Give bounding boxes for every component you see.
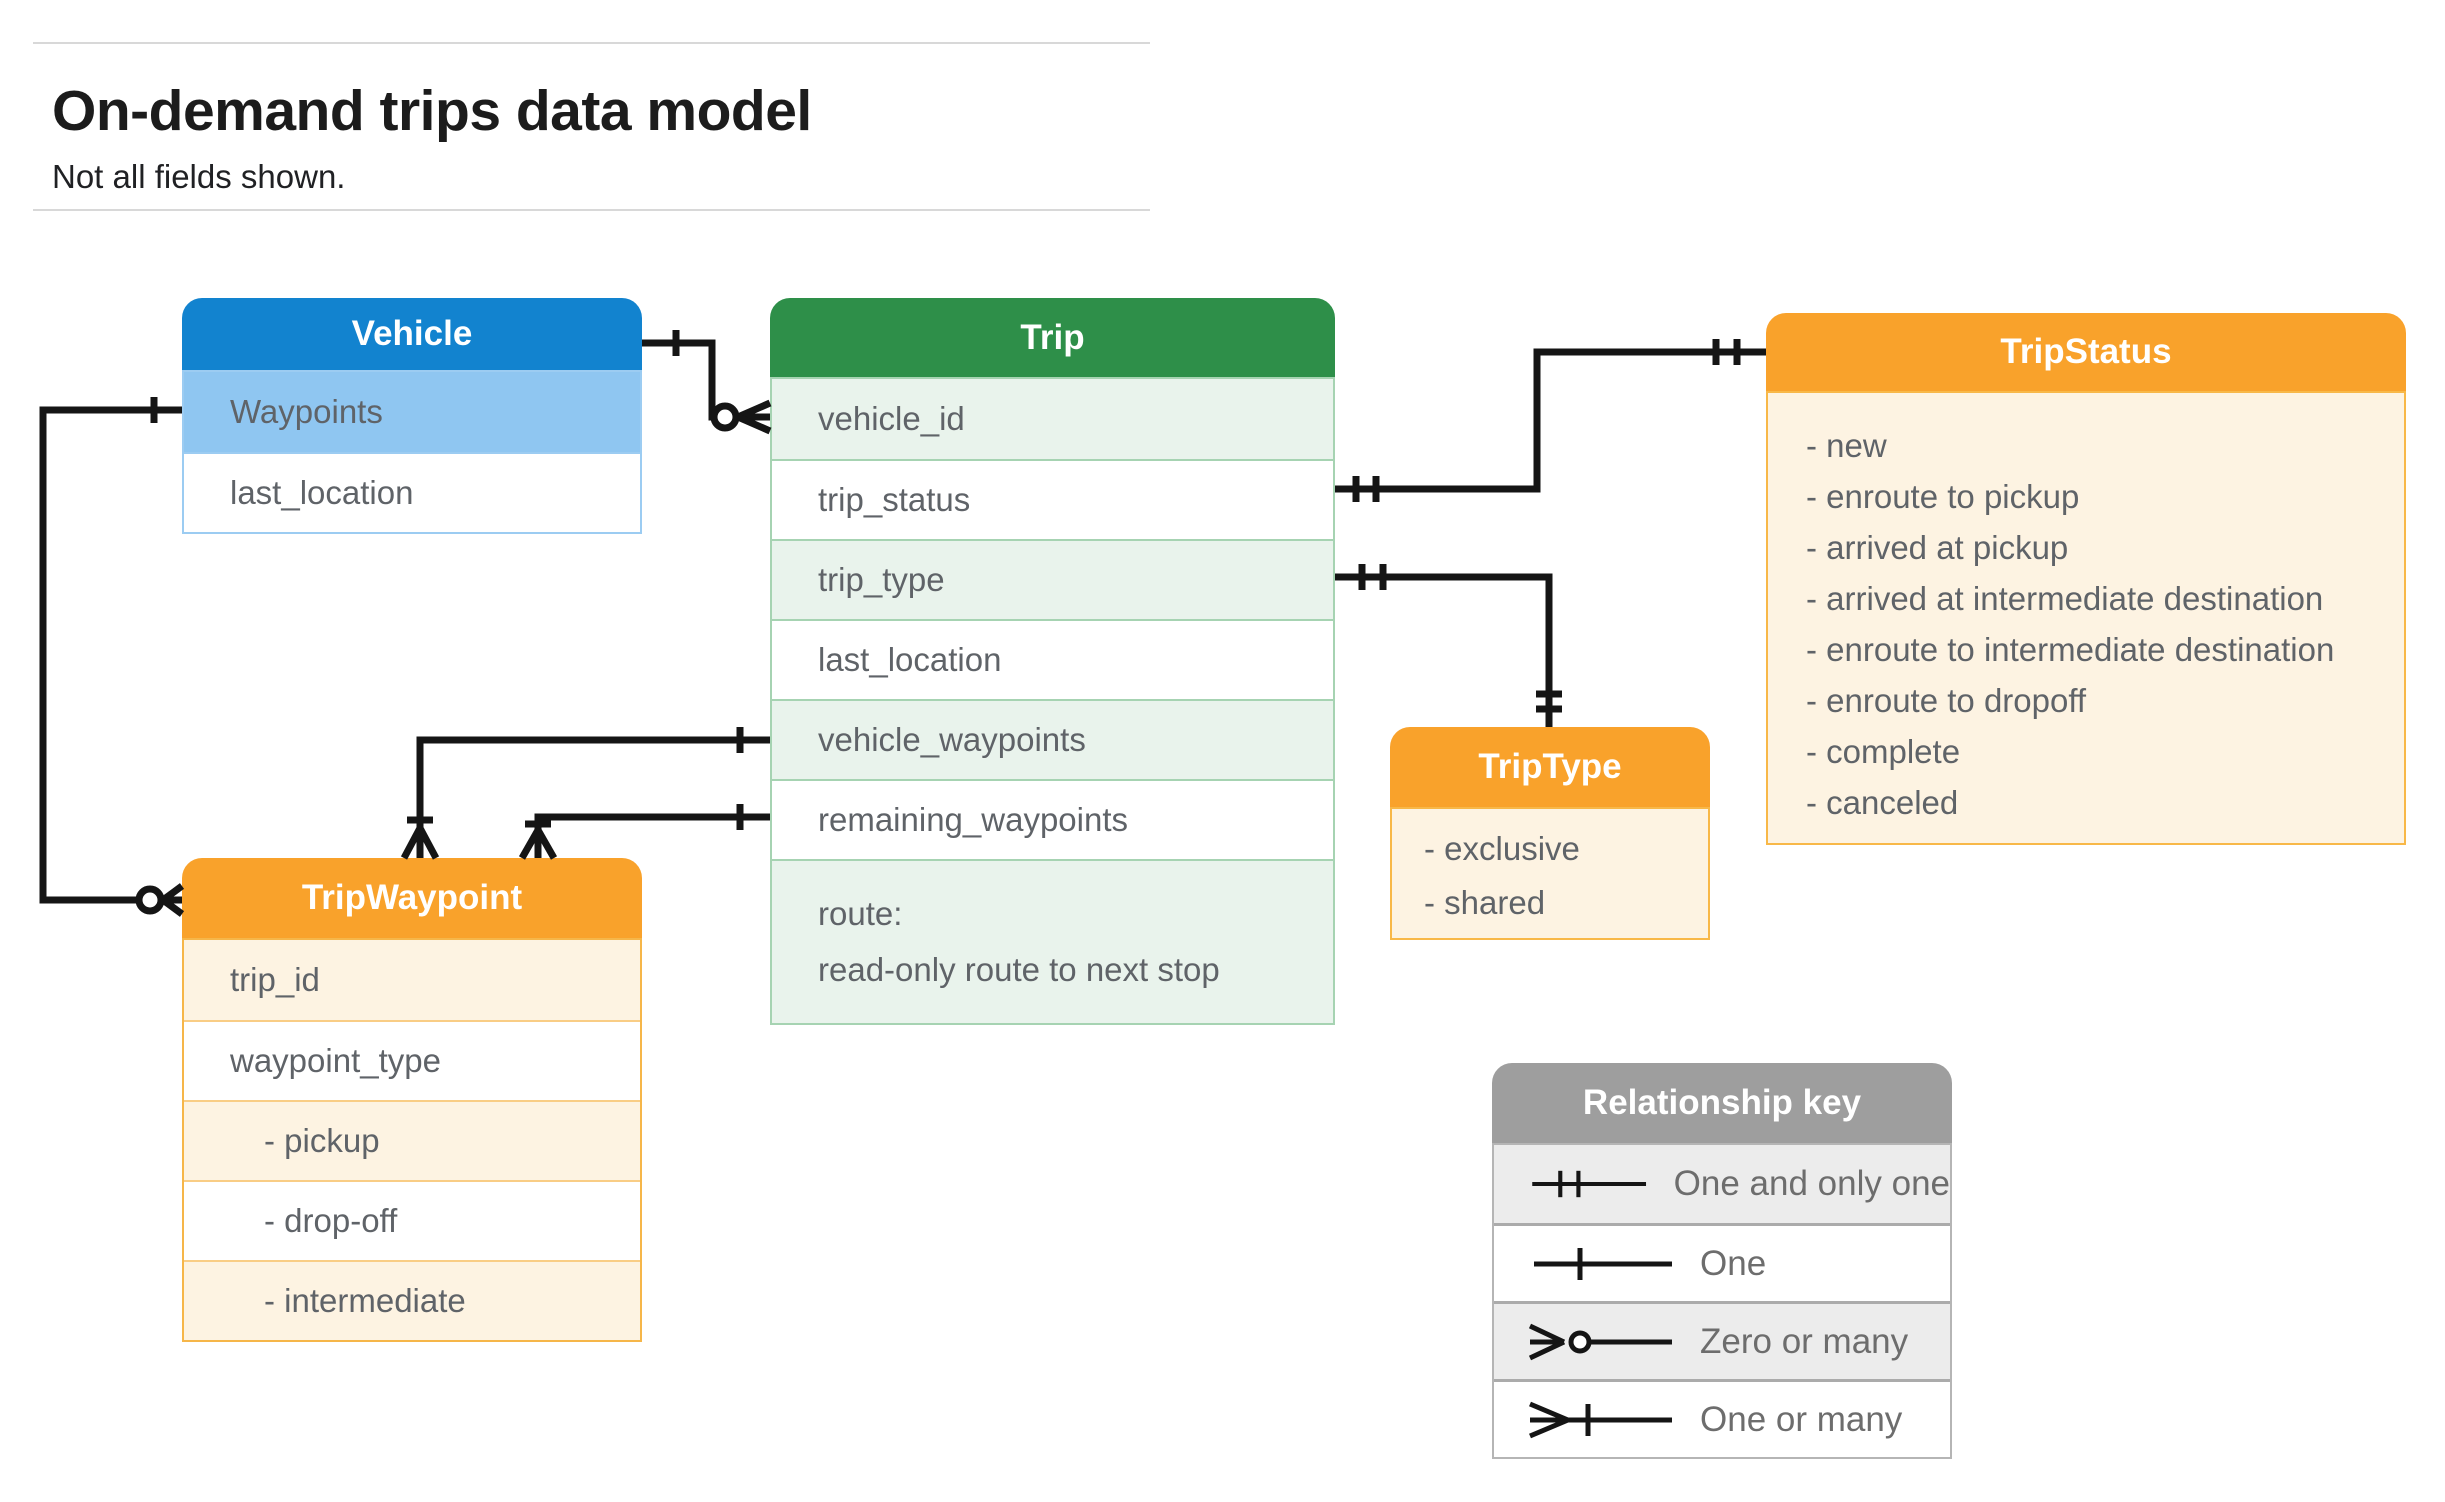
enum-item: - enroute to intermediate destination — [1806, 631, 2335, 668]
entity-row: last_location — [772, 619, 1333, 699]
key-row-label: One and only one — [1673, 1164, 1950, 1203]
enum-item: - canceled — [1806, 784, 1959, 821]
title-divider — [33, 209, 1150, 211]
entity-tripstatus-header: TripStatus — [1766, 313, 2406, 391]
top-divider — [33, 42, 1150, 44]
entity-tripstatus: TripStatus - new - enroute to pickup - arr… — [1766, 313, 2406, 845]
relationship-key-header: Relationship key — [1492, 1063, 1952, 1143]
enum-item: - complete — [1806, 733, 1961, 770]
enum-item: - new — [1806, 427, 1887, 464]
connector-vehicle-waypoints-to-tripwaypoint — [39, 397, 185, 917]
connector-vehicle-to-trip-vehicle-id — [642, 330, 772, 435]
one-icon — [1534, 1247, 1672, 1280]
zero-or-many-icon — [1528, 1323, 1672, 1360]
page-subtitle: Not all fields shown. — [52, 158, 346, 195]
enum-item: - shared — [1424, 884, 1546, 921]
entity-tripwaypoint-header: TripWaypoint — [182, 858, 642, 938]
entity-row: last_location — [184, 452, 640, 532]
connector-trip-status-to-tripstatus — [1335, 339, 1766, 502]
entity-triptype-header: TripType — [1390, 727, 1710, 807]
key-row: One and only one — [1494, 1145, 1950, 1223]
enum-item: - enroute to pickup — [1806, 478, 2080, 515]
one-and-only-one-icon — [1532, 1170, 1647, 1198]
entity-tripstatus-body: - new - enroute to pickup - arrived at pic… — [1766, 391, 2406, 845]
connector-trip-vehicle-waypoints-to-tripwaypoint — [400, 727, 770, 860]
connector-trip-remaining-waypoints-to-tripwaypoint — [518, 804, 770, 860]
entity-triptype: TripType - exclusive - shared — [1390, 727, 1710, 940]
key-row-label: One or many — [1700, 1399, 1903, 1439]
entity-vehicle-header: Vehicle — [182, 298, 642, 370]
enum-item: - exclusive — [1424, 830, 1580, 867]
entity-row: vehicle_id — [772, 379, 1333, 459]
entity-row: trip_id — [184, 940, 640, 1020]
key-row: Zero or many — [1494, 1301, 1950, 1379]
entity-row: waypoint_type — [184, 1020, 640, 1100]
enum-item: - enroute to dropoff — [1806, 682, 2087, 719]
entity-row: route: read-only route to next stop — [772, 859, 1333, 1023]
key-row-label: Zero or many — [1700, 1321, 1909, 1361]
entity-row: vehicle_waypoints — [772, 699, 1333, 779]
entity-row-line: read-only route to next stop — [818, 951, 1220, 988]
one-or-many-icon — [1529, 1401, 1672, 1438]
entity-row: - pickup — [184, 1100, 640, 1180]
entity-row: trip_status — [772, 459, 1333, 539]
entity-row: Waypoints — [184, 372, 640, 452]
key-row-label: One — [1700, 1243, 1767, 1283]
entity-row: - drop-off — [184, 1180, 640, 1260]
page-title: On-demand trips data model — [52, 79, 812, 143]
enum-item: - arrived at intermediate destination — [1806, 580, 2324, 617]
entity-row-line: route: — [818, 895, 903, 932]
key-row: One — [1494, 1223, 1950, 1301]
entity-row: remaining_waypoints — [772, 779, 1333, 859]
connector-trip-type-to-triptype — [1335, 564, 1562, 727]
key-row: One or many — [1494, 1379, 1950, 1457]
entity-trip-header: Trip — [770, 298, 1335, 377]
entity-row: trip_type — [772, 539, 1333, 619]
enum-item: - arrived at pickup — [1806, 529, 2069, 566]
entity-row: - intermediate — [184, 1260, 640, 1340]
entity-triptype-body: - exclusive - shared — [1390, 807, 1710, 940]
